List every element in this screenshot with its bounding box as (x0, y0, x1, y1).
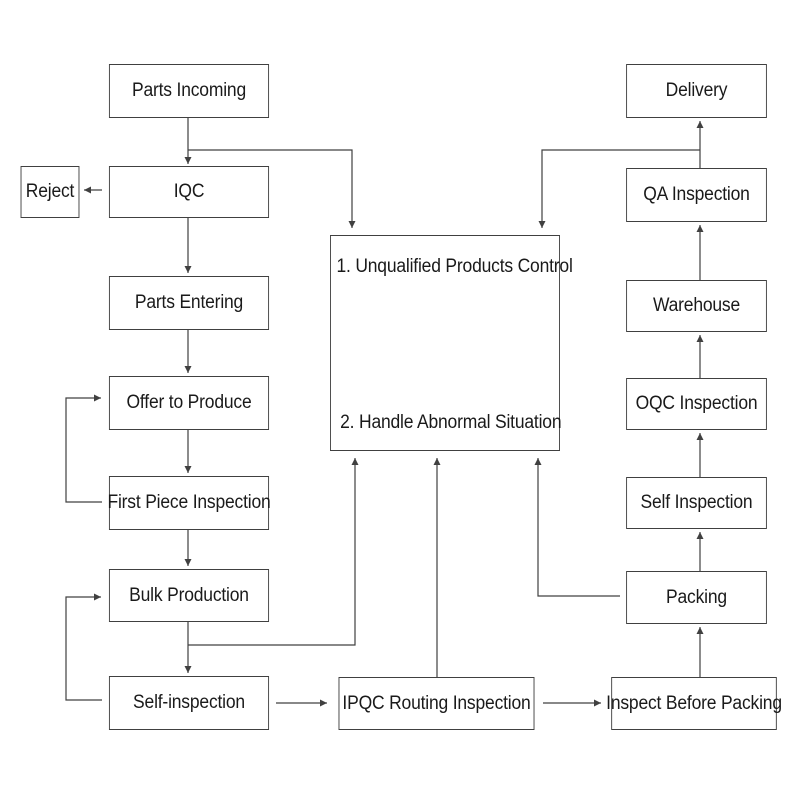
unqualified-control-label: 1. Unqualified Products Control (336, 256, 573, 277)
bulk-production-label: Bulk Production (129, 584, 249, 606)
bulk-production-box: Bulk Production (108, 569, 270, 622)
unqualified-control-box: 1. Unqualified Products Control 2. Handl… (330, 235, 573, 451)
warehouse-box: Warehouse (626, 280, 767, 332)
arrow-bulk-to-unqualified (188, 458, 359, 646)
qa-inspection-label: QA Inspection (643, 184, 750, 205)
self-inspection-right-box: Self Inspection (626, 477, 767, 529)
arrow-packing-to-unqualified (534, 458, 620, 597)
inspect-before-packing-label: Inspect Before Packing (606, 692, 782, 714)
arrow-qa-to-unqualified (538, 149, 700, 228)
arrow-first-piece-loop-back (65, 394, 102, 503)
self-inspection-right-label: Self Inspection (640, 492, 753, 513)
arrow-self-inspection-loop-back (65, 593, 102, 701)
self-inspection-left-box: Self-inspection (108, 676, 270, 730)
self-inspection-left-label: Self-inspection (133, 692, 245, 713)
qa-inspection-box: QA Inspection (626, 168, 767, 222)
parts-incoming-label: Parts Incoming (131, 80, 246, 101)
first-piece-inspection-label: First Piece Inspection (107, 492, 271, 513)
offer-to-produce-box: Offer to Produce (108, 376, 270, 430)
parts-incoming-box: Parts Incoming (108, 64, 270, 118)
ipqc-routing-inspection-label: IPQC Routing Inspection (342, 692, 531, 714)
iqc-box: IQC (108, 166, 270, 218)
warehouse-label: Warehouse (652, 295, 741, 316)
packing-label: Packing (666, 586, 727, 608)
first-piece-inspection-box: First Piece Inspection (107, 476, 271, 530)
inspect-before-packing-box: Inspect Before Packing (606, 677, 782, 730)
handle-abnormal-label: 2. Handle Abnormal Situation (340, 412, 562, 433)
parts-entering-box: Parts Entering (108, 276, 270, 330)
arrow-parts-incoming-to-unqualified (188, 149, 356, 228)
delivery-label: Delivery (665, 80, 728, 101)
parts-entering-label: Parts Entering (134, 292, 244, 313)
offer-to-produce-label: Offer to Produce (126, 392, 252, 413)
packing-box: Packing (626, 571, 767, 624)
reject-box: Reject (20, 166, 80, 218)
ipqc-routing-inspection-box: IPQC Routing Inspection (338, 677, 535, 730)
reject-label: Reject (25, 181, 75, 202)
oqc-inspection-box: OQC Inspection (626, 378, 767, 430)
iqc-label: IQC (173, 181, 205, 202)
oqc-inspection-label: OQC Inspection (635, 393, 758, 414)
delivery-box: Delivery (626, 64, 767, 118)
